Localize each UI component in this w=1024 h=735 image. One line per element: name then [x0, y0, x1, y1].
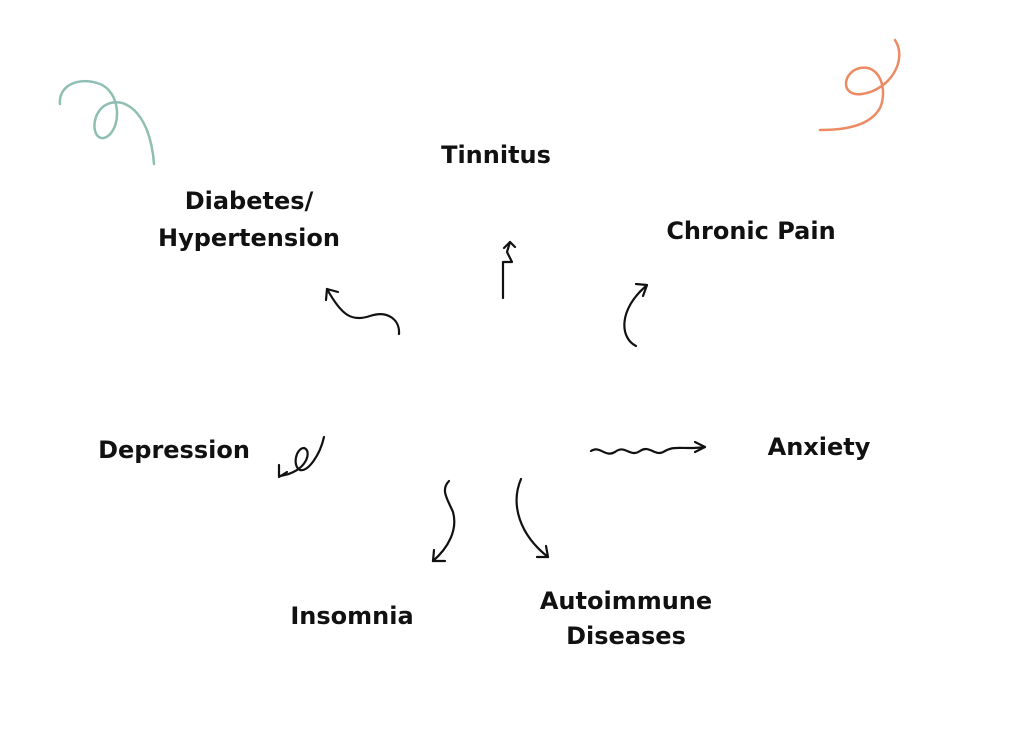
label-depression: Depression	[98, 436, 250, 464]
arrow-to-tinnitus	[501, 240, 517, 300]
label-autoimmune-diseases: Autoimmune Diseases	[540, 584, 712, 654]
arrow-to-depression	[277, 435, 326, 479]
arrow-to-autoimmune-diseases	[515, 477, 550, 559]
arrow-to-anxiety	[589, 440, 707, 455]
label-diabetes-hypertension: Diabetes/ Hypertension	[158, 183, 340, 257]
arrow-to-insomnia	[431, 479, 456, 563]
decorative-squiggle-orange	[818, 38, 901, 132]
label-chronic-pain: Chronic Pain	[666, 217, 836, 245]
label-anxiety: Anxiety	[767, 433, 871, 461]
label-tinnitus: Tinnitus	[441, 141, 551, 169]
decorative-squiggle-teal	[58, 79, 156, 166]
label-insomnia: Insomnia	[290, 602, 414, 630]
label-autoimmune-line2: Diseases	[566, 622, 686, 650]
label-diabetes-line2: Hypertension	[158, 224, 340, 252]
arrow-to-chronic-pain	[623, 282, 649, 348]
arrow-to-diabetes-hypertension	[324, 287, 401, 336]
label-autoimmune-line1: Autoimmune	[539, 587, 713, 615]
label-diabetes-line1: Diabetes/	[184, 187, 314, 215]
